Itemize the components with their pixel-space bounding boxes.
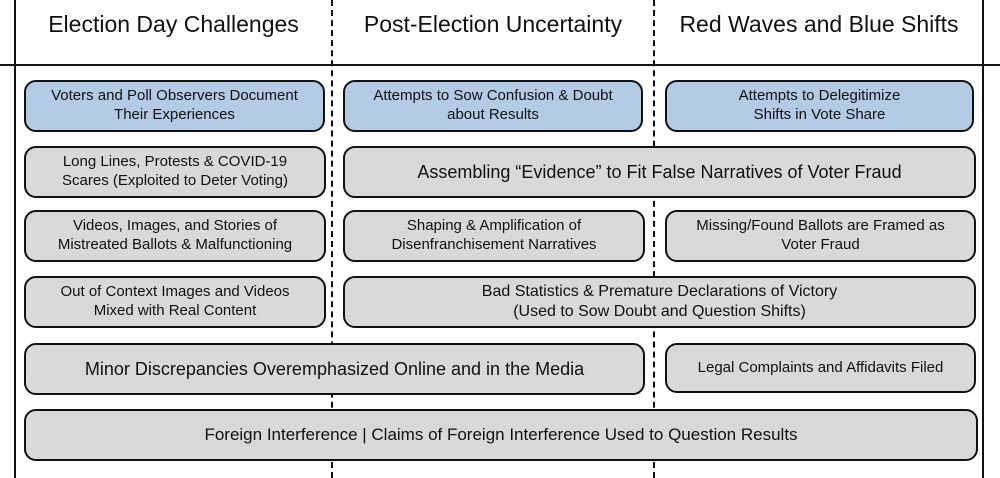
header-rule	[0, 64, 1000, 66]
column-divider-1	[331, 0, 333, 478]
column-title-post-election: Post-Election Uncertainty	[363, 11, 623, 37]
box-text-line: Mixed with Real Content	[93, 302, 257, 319]
box-text-line: Disenfranchisement Narratives	[391, 236, 597, 253]
column-divider-2	[653, 0, 655, 478]
box-text-line: Assembling “Evidence” to Fit False Narra…	[417, 161, 902, 182]
box-text-line: Minor Discrepancies Overemphasized Onlin…	[84, 358, 585, 379]
box-text-line: Shaping & Amplification of	[406, 217, 582, 235]
frame-right-border	[982, 0, 984, 478]
box-bad-statistics: Bad Statistics & Premature Declarations …	[343, 276, 976, 328]
box-text-line: (Used to Sow Doubt and Question Shifts)	[513, 303, 806, 320]
box-text-line: Foreign Interference | Claims of Foreign…	[204, 425, 798, 445]
box-text-line: Scares (Exploited to Deter Voting)	[62, 172, 288, 189]
box-text-line: Bad Statistics & Premature Declarations …	[481, 283, 838, 300]
box-text-line: Voters and Poll Observers Document	[51, 87, 298, 105]
box-text-line: Their Experiences	[114, 106, 235, 123]
box-text-line: Missing/Found Ballots are Framed as	[696, 217, 945, 235]
column-title-election-day: Election Day Challenges	[48, 11, 299, 37]
box-text-line: Voter Fraud	[781, 236, 860, 253]
frame-left-border	[14, 0, 16, 478]
box-foreign-interference: Foreign Interference | Claims of Foreign…	[24, 409, 978, 461]
box-text-line: Legal Complaints and Affidavits Filed	[697, 358, 944, 376]
box-text-line: Videos, Images, and Stories of	[72, 217, 277, 235]
box-text-line: Long Lines, Protests & COVID-19	[62, 153, 288, 171]
box-assembling-evidence: Assembling “Evidence” to Fit False Narra…	[343, 146, 976, 198]
column-title-red-waves: Red Waves and Blue Shifts	[679, 11, 959, 37]
box-minor-discrepancies: Minor Discrepancies Overemphasized Onlin…	[24, 343, 645, 395]
box-text-line: Attempts to Delegitimize	[738, 87, 901, 105]
box-text-line: Mistreated Ballots & Malfunctioning	[57, 236, 293, 253]
box-text-line: Out of Context Images and Videos	[60, 283, 290, 301]
box-legal-complaints: Legal Complaints and Affidavits Filed	[665, 343, 976, 393]
box-text-line: Shifts in Vote Share	[753, 106, 886, 123]
box-text-line: about Results	[447, 106, 539, 123]
box-text-line: Attempts to Sow Confusion & Doubt	[373, 87, 613, 105]
